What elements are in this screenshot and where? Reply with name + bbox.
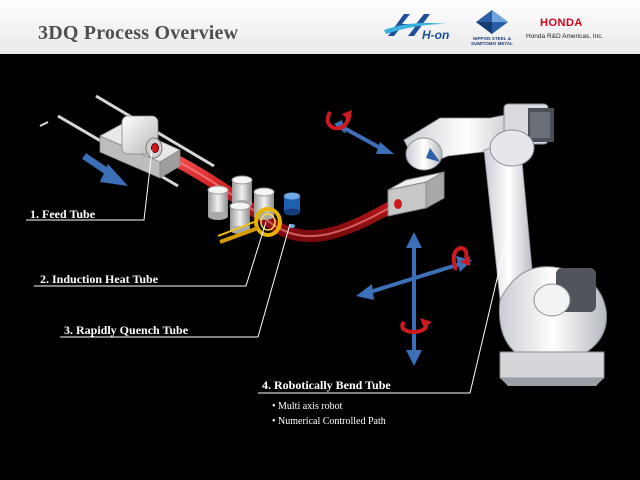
step-label-induction-heat: 2. Induction Heat Tube (40, 272, 159, 286)
industrial-robot (403, 103, 607, 386)
vertical-axis-arrow (406, 232, 422, 366)
bending-head (387, 171, 445, 217)
feed-direction-arrow (82, 153, 128, 186)
header-bar: 3DQ Process Overview H-one NIPPON STEEL … (0, 0, 640, 54)
page-title: 3DQ Process Overview (38, 22, 239, 44)
process-diagram (26, 94, 607, 394)
callout-line-heat (34, 221, 267, 287)
rotation-arrow-right (451, 245, 470, 271)
nippon-steel-logo (476, 10, 508, 34)
motion-arrows (325, 110, 472, 366)
step-label-feed-tube: 1. Feed Tube (30, 207, 96, 221)
rotation-arrow-upper (325, 110, 352, 131)
induction-heating-coil (217, 207, 282, 244)
nippon-steel-text: NIPPON STEEL & SUMITOMO METAL (471, 36, 513, 46)
callout-line-feed (26, 149, 153, 221)
tube-feeder-unit (99, 115, 181, 179)
steel-tube (144, 142, 406, 243)
quench-nozzle (284, 192, 300, 228)
callout-lines (26, 149, 511, 394)
honda-subtitle: Honda R&D Americas, Inc. (526, 33, 604, 40)
hone-logo: H-one (384, 14, 450, 42)
callout-line-quench (60, 223, 291, 338)
roller (207, 185, 229, 220)
bullet-item: Numerical Controlled Path (272, 414, 386, 429)
rotation-arrow-lower (400, 318, 432, 335)
roller (229, 201, 251, 234)
step4-bullet-list: Multi axis robot Numerical Controlled Pa… (272, 399, 386, 429)
honda-logo: HONDA (540, 17, 583, 29)
callout-line-bend (258, 223, 511, 394)
step-label-rapid-quench: 3. Rapidly Quench Tube (64, 323, 189, 337)
hone-logo-text: H-one (422, 28, 450, 42)
bullet-item: Multi axis robot (272, 399, 386, 414)
step-label-robotic-bend: 4. Robotically Bend Tube (262, 378, 391, 392)
horizontal-axis-arrow (356, 256, 472, 300)
